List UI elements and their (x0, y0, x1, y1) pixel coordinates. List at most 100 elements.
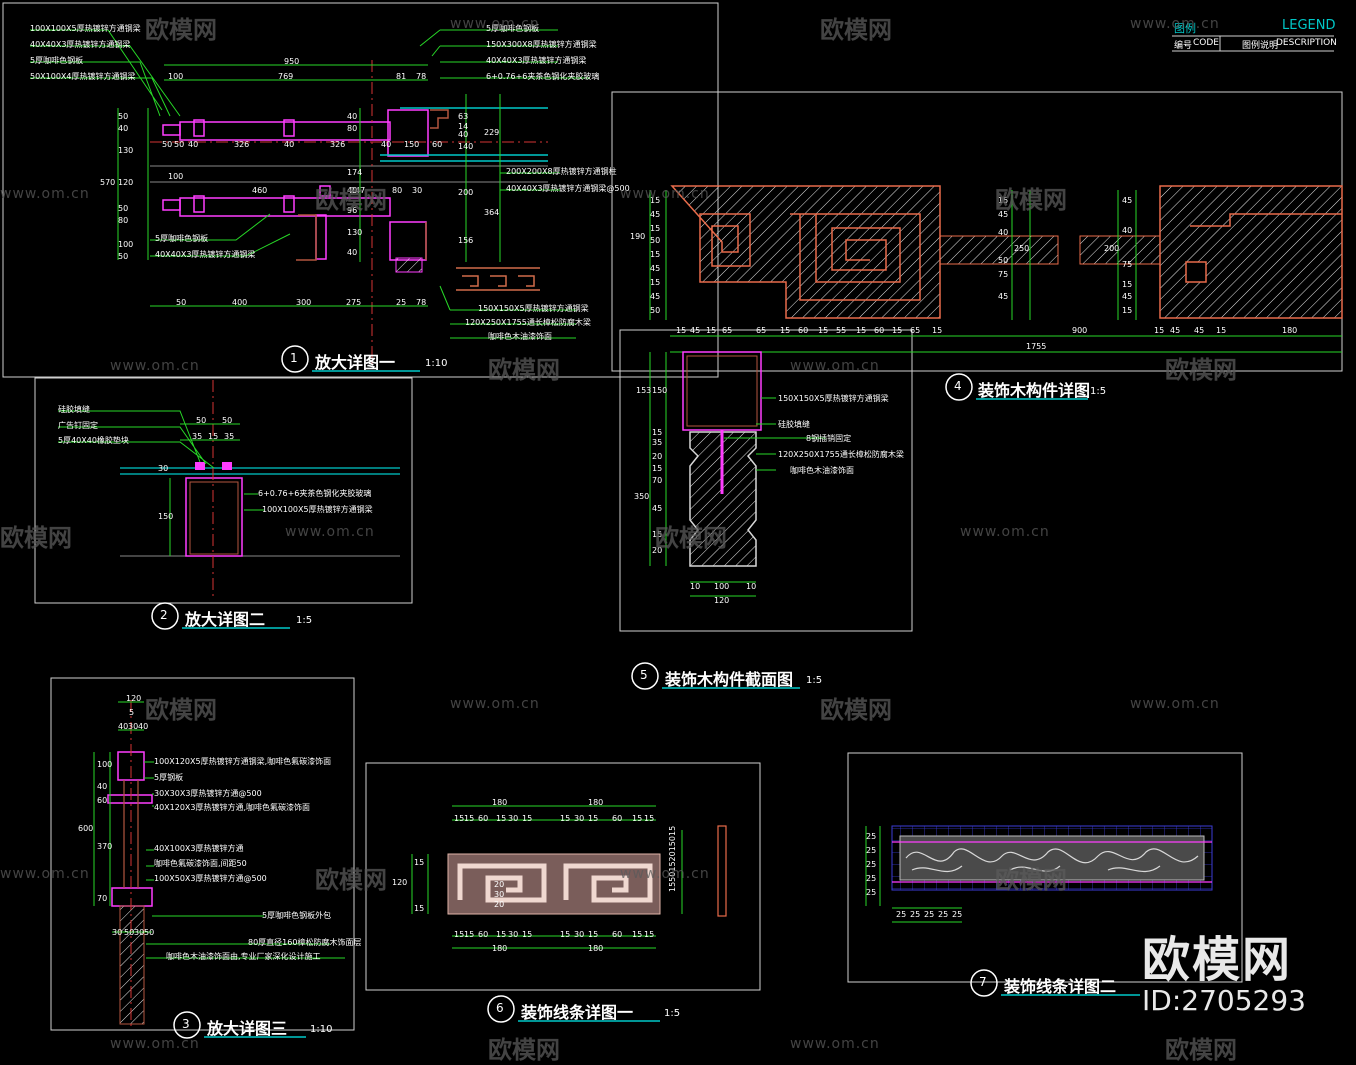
d5-dim: 15 (652, 428, 663, 437)
d3-dim: 40 (118, 722, 129, 731)
d7-dim: 25 (952, 910, 963, 919)
detail-7-number: 7 (979, 975, 987, 989)
d7-dim: 25 (866, 860, 877, 869)
d4-dim: 15 (1216, 326, 1227, 335)
d6-dim: 30 (574, 930, 585, 939)
d7-dim: 25 (910, 910, 921, 919)
watermark-text: 欧模网 (1165, 1036, 1237, 1064)
d1-note: 5厚咖啡色钢板 (30, 56, 84, 65)
d6-dim-right: 1550152015015 (668, 825, 677, 892)
d4-dim: 15 (818, 326, 829, 335)
watermark-text: 欧模网 (1165, 356, 1237, 384)
d1-dim: 174 (347, 168, 363, 177)
d1-dim: 50 (174, 140, 185, 149)
d1-dim: 30 (412, 186, 423, 195)
d3-dim: 50 (124, 928, 135, 937)
d4-dim: 45 (1122, 292, 1133, 301)
d5-dim: 15 (652, 464, 663, 473)
d6-dim: 15 (454, 814, 465, 823)
d4-dim: 15 (650, 196, 661, 205)
legend-code-cn: 编号 (1174, 41, 1193, 51)
d5-dim: 10 (746, 582, 757, 591)
d6-dim: 60 (478, 814, 489, 823)
watermark-url: www.om.cn (110, 1036, 200, 1052)
d1-dim: 326 (330, 140, 346, 149)
watermark-url: www.om.cn (790, 358, 880, 374)
d1-dim: 229 (484, 128, 500, 137)
d3-note: 咖啡色氟碳漆饰面,间距50 (154, 859, 247, 868)
d4-dim: 15 (856, 326, 867, 335)
d1-dim: 40 (347, 186, 358, 195)
d1-dim: 78 (416, 298, 427, 307)
watermark-text: 欧模网 (0, 524, 72, 552)
d1-dim: 96 (347, 206, 358, 215)
d3-dim: 30 (128, 722, 139, 731)
d6-dim: 15 (496, 930, 507, 939)
d6-dim: 20 (494, 900, 505, 909)
d6-dim: 15 (414, 858, 425, 867)
d3-dim: 100 (97, 760, 113, 769)
d2-dim: 15 (208, 432, 219, 441)
d2-dim: 30 (158, 464, 169, 473)
detail-4-geometry (649, 185, 1343, 353)
d6-dim: 15 (522, 814, 533, 823)
watermark-url: www.om.cn (285, 524, 375, 540)
d4-dim: 50 (650, 236, 661, 245)
d7-dim: 25 (896, 910, 907, 919)
d5-dim: 70 (652, 476, 663, 485)
d6-dim: 15 (414, 904, 425, 913)
detail-5-number: 5 (640, 668, 648, 682)
d1-dim: 100 (168, 72, 184, 81)
watermark-text: 欧模网 (995, 186, 1067, 214)
d2-note: 5厚40X40橡胶垫块 (58, 436, 129, 445)
watermark-url: www.om.cn (790, 1036, 880, 1052)
d6-dim: 180 (588, 944, 604, 953)
d4-dim: 50 (998, 256, 1009, 265)
d1-dim: 63 (458, 112, 469, 121)
d3-dim: 370 (97, 842, 113, 851)
d6-dim: 60 (478, 930, 489, 939)
detail-4-scale: 1:5 (1090, 386, 1107, 397)
d1-dim: 140 (458, 142, 474, 151)
d6-dim: 180 (492, 798, 508, 807)
detail-6-title: 装饰线条详图一 (521, 1003, 634, 1022)
d1-dim: 50 (118, 252, 129, 261)
detail-5-title: 装饰木构件截面图 (665, 670, 794, 689)
d4-dim: 65 (756, 326, 767, 335)
d4-dim: 15 (650, 278, 661, 287)
d3-dim: 40 (138, 722, 149, 731)
d1-dim: 570 (100, 178, 116, 187)
d3-note: 咖啡色木油漆饰面由,专业厂家深化设计施工 (166, 952, 321, 961)
d3-dim: 40 (97, 782, 108, 791)
d5-note: 8钢插销固定 (806, 434, 852, 443)
d1-dim: 40 (118, 124, 129, 133)
d4-dim: 15 (650, 224, 661, 233)
d5-dim: 20 (652, 546, 663, 555)
d4-dim: 65 (722, 326, 733, 335)
d1-dim: 120 (118, 178, 134, 187)
d7-dim: 25 (938, 910, 949, 919)
d7-dim: 25 (866, 888, 877, 897)
d6-dim: 15 (644, 814, 655, 823)
d1-dim: 80 (118, 216, 129, 225)
d1-note: 120X250X1755通长樟松防腐木梁 (465, 318, 591, 327)
watermark-url: www.om.cn (110, 358, 200, 374)
d4-dim: 45 (998, 210, 1009, 219)
detail-6-number: 6 (496, 1001, 504, 1015)
d6-dim: 15 (464, 930, 475, 939)
d4-dim: 45 (650, 210, 661, 219)
d1-dim: 50 (118, 112, 129, 121)
d3-note: 30X30X3厚热镀锌方通@500 (154, 789, 262, 798)
d5-note: 咖啡色木油漆饰面 (790, 466, 854, 475)
watermark-text: 欧模网 (655, 524, 727, 552)
watermark-url: www.om.cn (0, 866, 90, 882)
watermark-text: 欧模网 (488, 1036, 560, 1064)
d5-dim: 20 (652, 452, 663, 461)
d6-dim: 15 (464, 814, 475, 823)
d1-note: 6+0.76+6夹茶色钢化夹胶玻璃 (486, 72, 600, 81)
d4-dim: 45 (1170, 326, 1181, 335)
d3-dim: 50 (144, 928, 155, 937)
detail-7-geometry (865, 825, 1213, 923)
d6-dim: 180 (588, 798, 604, 807)
legend-title-cn: 图例 (1174, 22, 1196, 35)
